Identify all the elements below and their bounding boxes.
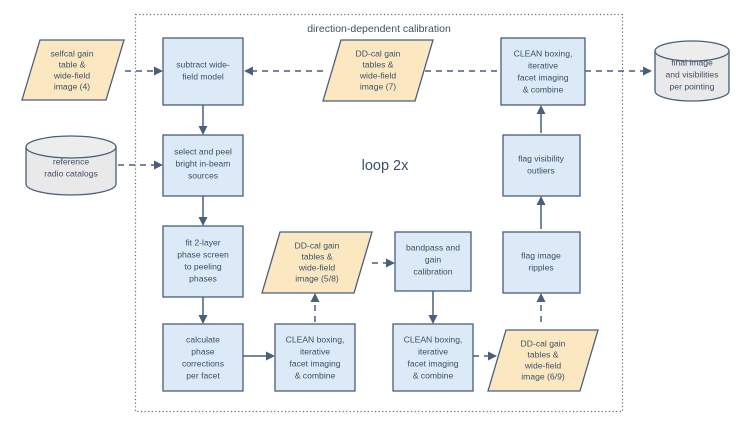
ddcal58-line-1: tables & xyxy=(301,251,332,261)
select-peel-line-2: sources xyxy=(188,170,218,180)
clean-bl-line-1: iterative xyxy=(300,346,330,356)
bandpass-line-0: bandpass and xyxy=(406,242,460,252)
subtract-model-line-0: subtract wide- xyxy=(176,59,230,69)
selfcal-input-line-1: table & xyxy=(59,59,86,69)
subtract-model-line-1: field model xyxy=(182,71,224,81)
node-clean-boxing-bottom-right[interactable]: CLEAN boxing, iterative facet imaging & … xyxy=(392,323,474,392)
connector-clean-bl-to-ddcal58 xyxy=(310,293,320,322)
connector-subtract-to-select-peel xyxy=(198,105,208,135)
connector-select-peel-to-fit-phase xyxy=(198,196,208,226)
fit-phase-line-2: to peeling xyxy=(184,261,221,271)
node-ddcal-7[interactable]: DD-cal gain tables & wide-field image (7… xyxy=(322,39,434,102)
node-bandpass-gain[interactable]: bandpass and gain calibration xyxy=(394,231,472,292)
group-container-direction-dependent-calibration xyxy=(134,13,624,413)
selfcal-input-line-3: image (4) xyxy=(54,81,90,91)
connector-ddcal58-to-bandpass xyxy=(372,258,395,268)
node-flag-image-ripples[interactable]: flag image ripples xyxy=(502,231,581,294)
selfcal-input-line-0: selfcal gain xyxy=(51,48,94,58)
flag-outliers-line-1: outliers xyxy=(527,165,555,175)
clean-br-line-0: CLEAN boxing, xyxy=(404,334,463,344)
final-output-line-1: and visibilities xyxy=(665,69,718,79)
ddcal69-line-2: wide-field xyxy=(524,360,562,370)
calculate-phase-line-1: phase xyxy=(191,346,215,356)
clean-tr-line-0: CLEAN boxing, xyxy=(514,48,573,58)
connector-bandpass-to-clean-br xyxy=(428,291,438,324)
ddcal58-line-3: image (5/8) xyxy=(295,273,339,283)
select-peel-line-0: select and peel xyxy=(174,146,232,156)
ddcal7-line-3: image (7) xyxy=(360,81,396,91)
node-clean-boxing-bottom-left[interactable]: CLEAN boxing, iterative facet imaging & … xyxy=(274,323,356,392)
clean-bl-line-2: facet imaging xyxy=(289,358,340,368)
node-reference-catalogs[interactable]: reference radio catalogs xyxy=(25,135,117,196)
bandpass-line-1: gain xyxy=(425,254,441,264)
ddcal7-line-0: DD-cal gain xyxy=(356,48,401,58)
node-final-output[interactable]: final image and visibilities per pointin… xyxy=(654,40,730,102)
bandpass-line-2: calibration xyxy=(413,266,452,276)
flag-ripples-line-0: flag image xyxy=(521,250,561,260)
fit-phase-line-3: phases xyxy=(189,273,217,283)
clean-br-line-1: iterative xyxy=(418,346,448,356)
connector-selfcal-to-subtract xyxy=(125,66,163,76)
fit-phase-line-1: phase screen xyxy=(177,249,229,259)
node-calculate-phase[interactable]: calculate phase corrections per facet xyxy=(162,323,244,392)
ddcal7-line-2: wide-field xyxy=(359,70,397,80)
clean-br-line-3: & combine xyxy=(413,370,454,380)
clean-bl-line-0: CLEAN boxing, xyxy=(286,334,345,344)
ddcal58-line-0: DD-cal gain xyxy=(295,240,340,250)
flag-outliers-line-0: flag visibility xyxy=(518,153,565,163)
connector-catalogs-to-select-peel xyxy=(118,160,163,170)
connector-clean-br-to-ddcal69 xyxy=(473,351,497,361)
ddcal69-line-1: tables & xyxy=(527,349,558,359)
clean-br-line-2: facet imaging xyxy=(407,358,458,368)
fit-phase-line-0: fit 2-layer xyxy=(185,237,220,247)
ddcal69-line-0: DD-cal gain xyxy=(521,338,566,348)
node-selfcal-input[interactable]: selfcal gain table & wide-field image (4… xyxy=(21,39,125,101)
flag-ripples-line-1: ripples xyxy=(528,262,553,272)
calculate-phase-line-0: calculate xyxy=(186,334,220,344)
node-ddcal-69[interactable]: DD-cal gain tables & wide-field image (6… xyxy=(487,329,599,392)
reference-catalogs-line-0: reference xyxy=(53,156,90,166)
calculate-phase-line-3: per facet xyxy=(186,370,220,380)
clean-tr-line-2: facet imaging xyxy=(517,72,568,82)
final-output-line-2: per pointing xyxy=(670,81,715,91)
node-select-peel[interactable]: select and peel bright in-beam sources xyxy=(162,134,244,197)
group-title: direction-dependent calibration xyxy=(307,23,451,35)
clean-tr-line-3: & combine xyxy=(523,84,564,94)
loop-label: loop 2x xyxy=(362,158,410,174)
clean-tr-line-1: iterative xyxy=(528,60,558,70)
node-clean-boxing-top-right[interactable]: CLEAN boxing, iterative facet imaging & … xyxy=(500,37,586,106)
final-output-line-0: final image xyxy=(671,57,713,67)
node-flag-visibility-outliers[interactable]: flag visibility outliers xyxy=(502,134,581,197)
node-ddcal-58[interactable]: DD-cal gain tables & wide-field image (5… xyxy=(261,231,373,294)
ddcal69-line-3: image (6/9) xyxy=(521,371,565,381)
connector-clean-tr-to-final-output xyxy=(585,66,652,76)
calculate-phase-line-2: corrections xyxy=(182,358,224,368)
node-fit-phase-screen[interactable]: fit 2-layer phase screen to peeling phas… xyxy=(162,225,244,298)
connector-ddcal7-to-subtract xyxy=(244,66,323,76)
connector-fit-phase-to-calculate xyxy=(198,297,208,324)
connector-ddcal69-to-flag-ripples xyxy=(536,293,546,322)
ddcal7-line-1: tables & xyxy=(362,59,393,69)
clean-bl-line-3: & combine xyxy=(295,370,336,380)
connector-flag-ripples-to-flag-outliers xyxy=(536,196,546,229)
select-peel-line-1: bright in-beam xyxy=(176,158,231,168)
ddcal58-line-2: wide-field xyxy=(298,262,336,272)
selfcal-input-line-2: wide-field xyxy=(53,70,91,80)
connector-calculate-to-clean-bl xyxy=(243,351,275,361)
node-subtract-model[interactable]: subtract wide- field model xyxy=(162,37,244,106)
reference-catalogs-line-1: radio catalogs xyxy=(44,168,98,178)
connector-flag-outliers-to-clean-tr xyxy=(536,105,546,133)
